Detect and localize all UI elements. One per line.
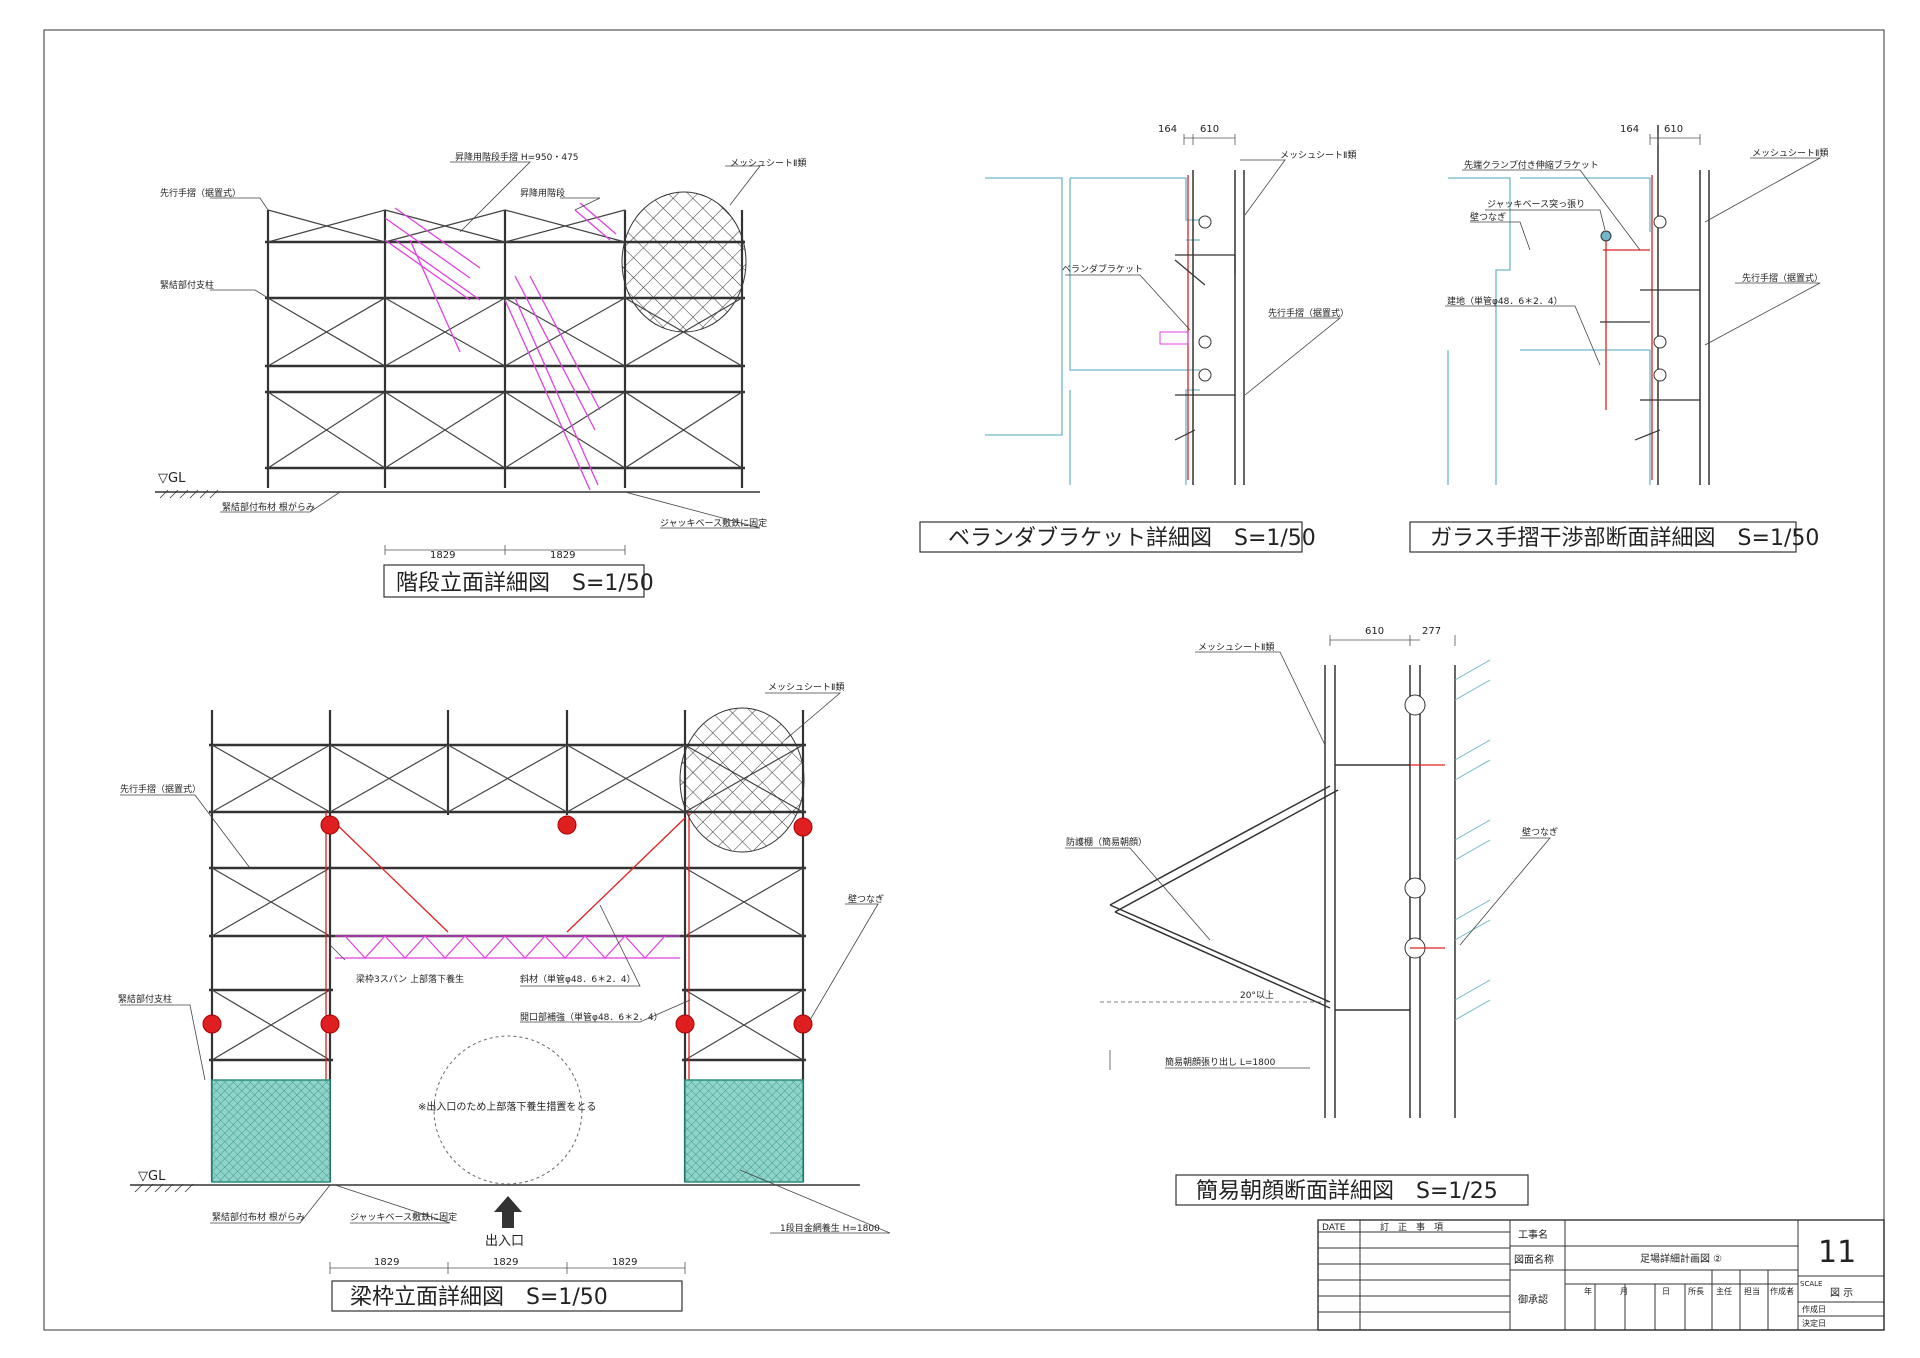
tb-chief: 主任 (1716, 1286, 1732, 1296)
stair-label-stair: 昇降用階段 (520, 187, 565, 199)
glass-label-advance-handrail: 先行手摺（据置式） (1742, 272, 1823, 284)
canopy-label-guard: 防護棚（簡易朝顔） (1066, 836, 1147, 848)
stair-label-advance-handrail: 先行手摺（据置式） (160, 187, 241, 199)
tb-day: 日 (1662, 1287, 1670, 1296)
glass-label-pipe: 建地（単管φ48．6＊2．4） (1447, 295, 1563, 307)
stair-dim-2: 1829 (550, 550, 575, 561)
beam-label-tie-ledger: 緊結部付布材 根がらみ (212, 1211, 305, 1223)
glass-label-clamp-bracket: 先端クランプ付き伸縮ブラケット (1464, 159, 1599, 171)
tb-staff: 担当 (1744, 1286, 1760, 1296)
beam-label-advance-handrail: 先行手摺（据置式） (120, 783, 201, 795)
veranda-label-advance-handrail: 先行手摺（据置式） (1268, 307, 1349, 319)
beam-frame-elevation (120, 692, 891, 1312)
glass-label-jack-base: ジャッキベース突っ張り (1487, 198, 1585, 210)
veranda-label-mesh: メッシュシートⅡ類 (1280, 150, 1356, 161)
stair-label-tie-post: 緊結部付支柱 (160, 279, 214, 291)
glass-label-wall-tie: 壁つなぎ (1470, 211, 1506, 223)
sheet-border (43, 29, 1885, 1331)
tb-decided: 決定日 (1802, 1318, 1826, 1328)
tb-month: 月 (1620, 1287, 1628, 1296)
canopy-title-box (1175, 1174, 1529, 1206)
tb-director: 所長 (1688, 1286, 1704, 1296)
beam-label-mesh: メッシュシートⅡ類 (768, 682, 844, 693)
veranda-label-bracket: ベランダブラケット (1062, 263, 1143, 275)
title-block (1317, 1219, 1885, 1331)
tb-created: 作成日 (1802, 1304, 1826, 1314)
tb-revision: 訂 正 事 項 (1380, 1221, 1443, 1233)
canopy-label-mesh: メッシュシートⅡ類 (1198, 642, 1274, 653)
veranda-dim-2: 610 (1200, 124, 1219, 135)
canopy-title: 簡易朝顔断面詳細図 S=1/25 (1196, 1179, 1498, 1204)
stair-label-tie-ledger: 緊結部付布材 根がらみ (222, 501, 315, 513)
beam-label-entrance: 出入口 (485, 1234, 524, 1249)
stair-mesh-sheet (621, 191, 747, 333)
beam-label-opening: 開口部補強（単管φ48．6＊2．4） (520, 1011, 663, 1023)
glass-dim-2: 610 (1664, 124, 1683, 135)
beam-label-wall-tie: 壁つなぎ (848, 893, 884, 905)
glass-title-box (1409, 521, 1797, 553)
beam-dim-3: 1829 (612, 1257, 637, 1268)
veranda-title-box (919, 521, 1303, 553)
glass-handrail-section (1409, 125, 1822, 553)
stair-label-gl: ▽GL (158, 471, 186, 486)
beam-mesh-sheet (679, 707, 805, 853)
beam-label-jack-base: ジャッキベース敷鉄に固定 (350, 1211, 457, 1223)
glass-title: ガラス手摺干渉部断面詳細図 S=1/50 (1430, 526, 1819, 551)
stair-title: 階段立面詳細図 S=1/50 (396, 571, 654, 596)
entrance-zone (433, 1035, 583, 1185)
beam-label-tie-post: 緊結部付支柱 (118, 993, 172, 1005)
glass-label-mesh: メッシュシートⅡ類 (1752, 148, 1828, 159)
stair-elevation (155, 161, 761, 598)
tb-drawing-value: 足場詳細計画図 ② (1640, 1252, 1722, 1265)
canopy-dim-1: 610 (1365, 626, 1384, 637)
canopy-section (1065, 635, 1551, 1206)
beam-label-net: 1段目金網養生 H=1800 (780, 1222, 880, 1234)
stair-dim-1: 1829 (430, 550, 455, 561)
beam-label-note: ※出入口のため上部落下養生措置をとる (418, 1100, 596, 1113)
beam-truss (335, 935, 680, 959)
beam-title-box (331, 1280, 683, 1312)
stair-title-box (383, 564, 645, 598)
canopy-label-wall-tie: 壁つなぎ (1522, 826, 1558, 838)
veranda-section (919, 134, 1342, 553)
veranda-dim-1: 164 (1158, 124, 1177, 135)
tb-scale-label: SCALE (1800, 1280, 1822, 1288)
veranda-title: ベランダブラケット詳細図 S=1/50 (948, 526, 1316, 551)
tb-approval: 御承認 (1518, 1293, 1548, 1306)
tb-project-label: 工事名 (1518, 1228, 1548, 1241)
beam-dim-1: 1829 (374, 1257, 399, 1268)
tb-year: 年 (1584, 1286, 1592, 1296)
tb-scale-value: 図 示 (1830, 1287, 1853, 1299)
glass-dim-1: 164 (1620, 124, 1639, 135)
stair-label-handrail: 昇降用階段手摺 H=950・475 (455, 151, 579, 163)
canopy-label-angle: 20°以上 (1240, 990, 1274, 1001)
tb-date: DATE (1322, 1223, 1346, 1233)
beam-title: 梁枠立面詳細図 S=1/50 (350, 1285, 608, 1310)
beam-dim-2: 1829 (493, 1257, 518, 1268)
stair-label-jack-base: ジャッキベース敷鉄に固定 (660, 517, 767, 529)
canopy-dim-2: 277 (1422, 626, 1441, 637)
tb-sheet-no: 11 (1818, 1235, 1856, 1270)
tb-drawing-label: 図面名称 (1514, 1253, 1554, 1266)
tb-author: 作成者 (1770, 1286, 1794, 1296)
canopy-label-projection: 簡易朝顔張り出し L=1800 (1165, 1056, 1276, 1068)
stair-label-mesh: メッシュシートⅡ類 (730, 158, 806, 169)
beam-label-diagonal: 斜材（単管φ48．6＊2．4） (520, 973, 636, 985)
entrance-arrow (494, 1196, 522, 1228)
beam-label-beam-span: 梁枠3スパン 上部落下養生 (356, 973, 464, 985)
stair-flights (384, 202, 617, 491)
beam-label-gl: ▽GL (138, 1169, 166, 1184)
